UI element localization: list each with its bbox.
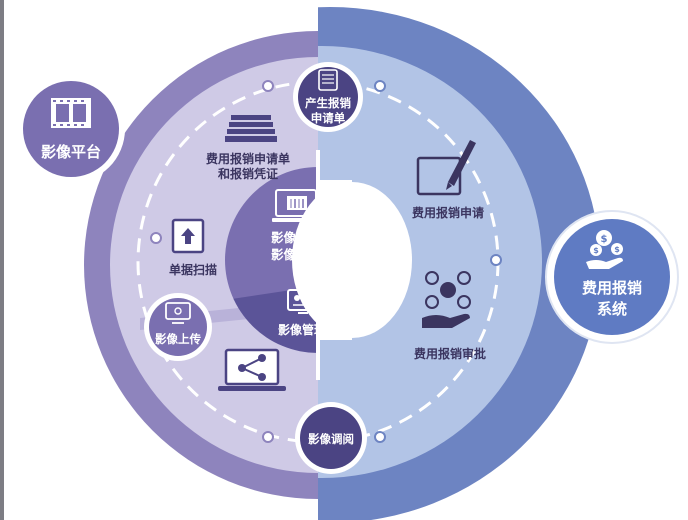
- node-image-retrieval[interactable]: 影像调阅: [295, 402, 367, 474]
- system-badge[interactable]: $ $ $ 费用报销 系统: [545, 210, 679, 344]
- scanner-laptop-icon: [272, 189, 320, 222]
- document-stack-icon: [225, 115, 277, 142]
- node-top-line2: 申请单: [311, 111, 346, 125]
- platform-badge[interactable]: 影像平台: [17, 75, 125, 183]
- path-dot: [262, 431, 274, 443]
- item-share[interactable]: [218, 348, 286, 391]
- left-edge-strip: [0, 0, 4, 520]
- node-top-line1: 产生报销: [305, 96, 351, 110]
- monitor-icon: [165, 302, 191, 324]
- pen-sign-icon: [416, 140, 476, 196]
- right-half: [318, 7, 600, 520]
- node-bottom-label: 影像调阅: [308, 432, 354, 446]
- receipt-icon: [318, 69, 338, 91]
- node-top-fill: [298, 67, 358, 127]
- system-badge-label-line1: 费用报销: [582, 279, 642, 297]
- inner-scan-upload[interactable]: 影像扫描 影像上传: [271, 189, 322, 262]
- node-bottom-fill: [300, 407, 362, 469]
- system-badge-fill: [554, 219, 670, 335]
- node-left-fill: [149, 298, 207, 356]
- platform-badge-label: 影像平台: [41, 143, 101, 161]
- film-strip-icon: [51, 98, 91, 128]
- inner-scan-upload-line1: 影像扫描: [271, 230, 322, 245]
- money-hand-icon: $ $ $: [586, 230, 623, 269]
- platform-badge-fill: [23, 81, 119, 177]
- right-mid-ring: [318, 46, 542, 478]
- svg-text:$: $: [593, 246, 599, 255]
- svg-text:$: $: [614, 245, 620, 254]
- node-left-label: 影像上传: [155, 332, 201, 346]
- svg-text:$: $: [601, 234, 608, 245]
- item-document-scan-label: 单据扫描: [169, 262, 217, 277]
- item-document-scan[interactable]: 单据扫描: [169, 218, 217, 277]
- approval-hand-icon: [422, 271, 471, 328]
- path-dot: [374, 431, 386, 443]
- item-documents-line1: 费用报销申请单: [206, 151, 290, 166]
- path-dot: [262, 80, 274, 92]
- item-documents-line2: 和报销凭证: [217, 166, 278, 181]
- image-monitor-icon: [287, 289, 319, 314]
- node-image-upload[interactable]: 影像上传: [144, 293, 212, 361]
- center-divider: [316, 150, 320, 380]
- inner-image-manage-label: 影像管理: [278, 322, 326, 337]
- item-expense-approve[interactable]: 费用报销审批: [414, 271, 486, 361]
- share-laptop-icon: [218, 348, 286, 391]
- item-documents[interactable]: 费用报销申请单 和报销凭证: [206, 115, 290, 181]
- node-generate-request[interactable]: 产生报销 申请单: [293, 62, 363, 132]
- center-hole-fill: [318, 180, 352, 340]
- inner-image-manage[interactable]: 影像管理: [278, 289, 326, 337]
- system-badge-label-line2: 系统: [597, 300, 627, 318]
- upload-box-icon: [171, 218, 205, 254]
- item-expense-apply[interactable]: 费用报销申请: [412, 140, 484, 220]
- item-expense-apply-label: 费用报销申请: [412, 205, 484, 220]
- inner-scan-upload-line2: 影像上传: [271, 247, 322, 262]
- path-dot: [374, 80, 386, 92]
- item-expense-approve-label: 费用报销审批: [414, 346, 486, 361]
- path-dot: [150, 232, 162, 244]
- path-dot: [490, 254, 502, 266]
